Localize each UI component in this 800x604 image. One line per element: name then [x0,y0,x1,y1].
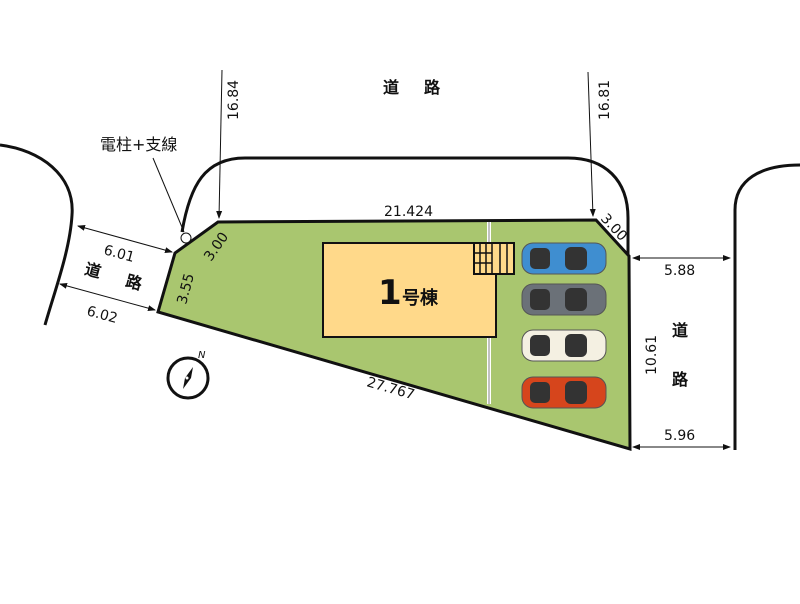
utility-pole-leader [152,157,185,233]
dim-right-road-bottom: 5.96 [664,428,695,444]
top-road-edge [180,156,630,255]
dim-top-edge: 21.424 [384,204,433,220]
stairs [473,242,515,275]
dim-left-road-top: 6.01 [102,242,136,266]
dim-right-edge: 10.61 [644,335,660,375]
dim-top-right-offset: 16.81 [597,80,613,120]
top-road-label-2: 路 [424,78,441,97]
building-suffix: 号棟 [402,287,439,309]
left-road-label-2: 路 [124,271,145,294]
dim-line-top-right [587,71,596,217]
top-road-label-1: 道 [383,78,399,97]
car-icon [521,283,607,316]
car-icon [521,376,607,409]
utility-pole-icon [180,232,192,244]
right-road-label-1: 道 [672,321,688,340]
car-icon [521,329,607,362]
compass-north-label: N [198,350,206,361]
parking-cars [521,242,607,409]
building-number: 1 [378,273,402,313]
dim-line-left-top [77,224,173,254]
dim-line-left-bottom [59,282,156,312]
left-road-edge [0,143,74,326]
utility-pole-label: 電柱+支線 [100,135,177,154]
car-icon [521,242,607,275]
dim-right-road-top: 5.88 [664,263,695,279]
compass-icon: N [166,350,210,400]
dim-line-top-left [216,69,223,219]
building-1 [322,242,497,338]
dim-top-left-offset: 16.84 [226,80,242,120]
dim-left-edge: 3.55 [174,272,198,306]
dim-left-road-bottom: 6.02 [85,303,119,327]
left-road-label-1: 道 [83,259,103,281]
right-road-edge [733,163,800,450]
right-road-label-2: 路 [672,370,689,389]
